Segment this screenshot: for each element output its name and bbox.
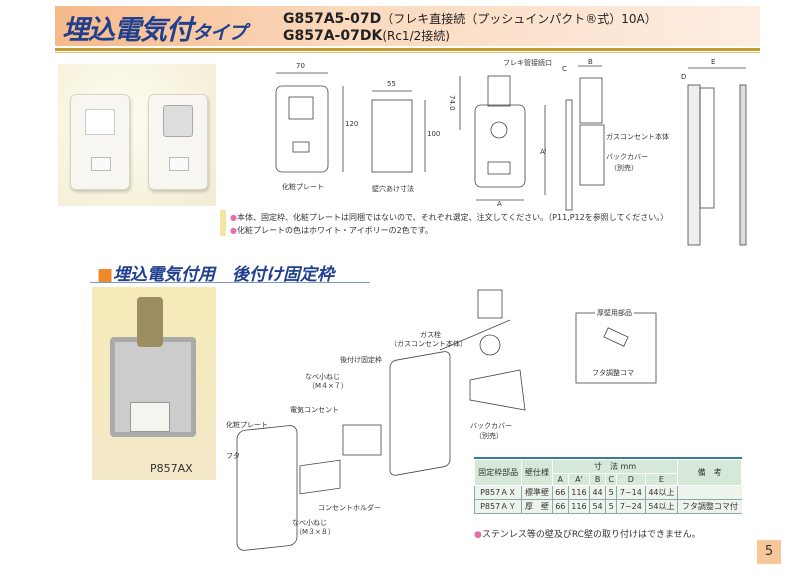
callout: 後付け固定枠 [340,356,382,364]
callout: （別売） [475,432,503,440]
dim-label: B [588,58,593,66]
model-code: G857A5-07D [283,11,382,27]
divider [90,282,370,283]
dim-label: C [562,65,567,73]
dim-label: A [497,200,502,208]
cell: 厚 壁 [521,499,553,514]
col-header: 壁仕様 [521,459,553,486]
parts-box-title: 厚壁用部品 [595,308,634,318]
col-header: 備 考 [677,459,742,486]
section-title: ■埋込電気付用 後付け固定枠 [97,265,335,285]
cell: 66 [551,499,569,514]
cell: 7~14 [616,485,646,500]
cell: 7~24 [616,499,646,514]
title-suffix: タイプ [192,22,247,44]
dim-label: E [711,58,716,66]
dim-label: D [681,73,687,81]
col-header: 寸 法 mm [551,459,679,474]
model-line-1: G857A5-07D（フレキ直接続（プッシュインパクト®式）10A） [283,10,657,27]
col-header: D [616,473,646,486]
col-header: C [605,473,618,486]
table-rule [474,457,742,459]
dim-label: 100 [427,130,441,138]
cell: 66 [551,485,569,500]
callout: フタ調整コマ [592,369,634,377]
cell: 5 [605,499,617,514]
note-text: 本体、固定枠、化粧プレートは同梱ではないので、それぞれ選定、注文してください。（… [236,213,669,222]
model-code: G857A-07DK [283,28,383,44]
model-desc: (Rc1/2接続) [382,29,450,43]
cell: 44 [589,485,606,500]
bottom-note: ●ステンレス等の壁及びRC壁の取り付けはできません。 [474,530,701,540]
cell: 116 [567,499,590,514]
cell: 5 [605,485,617,500]
col-header: E [644,473,679,486]
callout: コンセントホルダー [318,504,381,512]
callout: なべ小ねじ [305,373,340,381]
photo-label: P857AX [150,462,193,475]
dim-label: 74.0 [448,95,456,111]
note-item: ●化粧プレートの色はホワイト・アイボリーの2色です。 [230,226,433,235]
cell: フタ調整コマ付 [677,499,742,514]
callout: ガスコンセント本体 [606,133,669,141]
divider [55,52,760,53]
note-text: 化粧プレートの色はホワイト・アイボリーの2色です。 [236,226,433,235]
product-photo [58,64,216,206]
dim-label: A' [540,148,547,156]
dim-label: 120 [345,120,359,128]
divider [55,48,760,51]
callout: （M３×８） [295,528,335,536]
cell: P857ＡＹ [473,499,522,514]
callout: 化粧プレート [226,421,268,429]
cell: 標準壁 [521,485,553,500]
callout: （M４×７） [308,382,348,390]
callout: バックカバー [606,153,648,161]
callout: 電気コンセント [290,406,339,414]
callout: フタ [226,452,240,460]
callout: なべ小ねじ [292,519,327,527]
cell: 54以上 [644,499,678,514]
callout: （別売） [610,164,638,172]
model-line-2: G857A-07DK(Rc1/2接続) [283,27,450,44]
cell: 44以上 [644,485,678,500]
dim-label: 70 [296,62,305,70]
callout: フレキ管接続口 [503,59,552,67]
drawing-caption: 化粧プレート [282,183,324,191]
title-main: 埋込電気付 [62,15,193,46]
drawing-caption: 壁穴あけ寸法 [372,185,414,193]
cell: P857ＡＸ [473,485,522,500]
header-band [55,6,760,46]
callout: （ガスコンセント本体） [390,340,467,348]
note-bar [220,210,226,236]
col-header: 固定枠部品 [473,459,523,486]
callout: ガス栓 [420,331,441,339]
frame-photo [92,287,216,480]
note-item: ●本体、固定枠、化粧プレートは同梱ではないので、それぞれ選定、注文してください。… [230,213,669,222]
section-title-text: 埋込電気付用 後付け固定枠 [113,265,335,285]
dim-label: 55 [387,80,396,88]
cell [677,485,742,500]
col-header: A' [567,473,591,486]
page-title: 埋込電気付タイプ [62,8,247,47]
model-desc: （フレキ直接続（プッシュインパクト®式）10A） [381,12,657,26]
note-text: ステンレス等の壁及びRC壁の取り付けはできません。 [481,530,701,540]
col-header: A [551,473,569,486]
page-number: 5 [757,540,781,564]
col-header: B [589,473,607,486]
callout: バックカバー [470,422,512,430]
cell: 54 [589,499,606,514]
cell: 116 [567,485,590,500]
